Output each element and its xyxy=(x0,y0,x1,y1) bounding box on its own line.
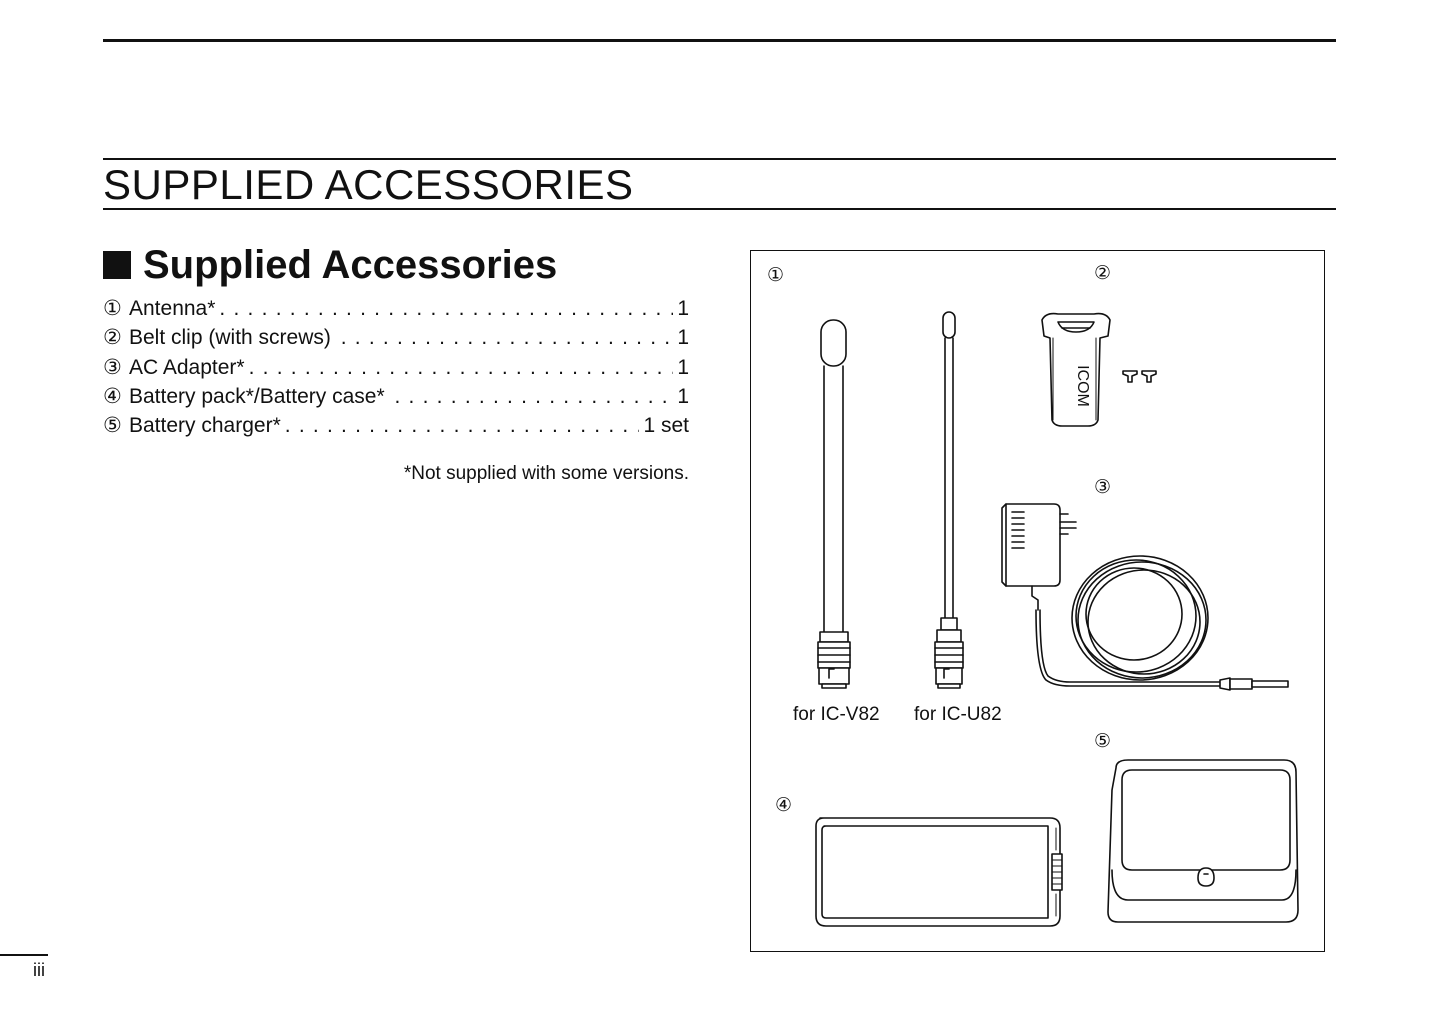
item-label: AC Adapter* xyxy=(129,355,245,379)
item-label: Belt clip (with screws) xyxy=(129,326,337,350)
item-number: ③ xyxy=(103,355,122,379)
antenna-u82-illustration xyxy=(934,311,964,689)
chapter-rule-bottom xyxy=(103,208,1336,210)
page-number: iii xyxy=(33,960,45,980)
antenna-v82-illustration xyxy=(817,319,851,689)
list-item: ④ Battery pack*/Battery case* . . . . . … xyxy=(103,382,689,411)
caption-ic-v82: for IC-V82 xyxy=(793,704,880,725)
ac-adapter-illustration xyxy=(1001,503,1289,691)
square-bullet-icon xyxy=(103,251,131,279)
figure-label-2: ② xyxy=(1094,263,1112,284)
accessories-illustration: ICOM xyxy=(815,311,1299,927)
figure-label-3: ③ xyxy=(1094,477,1112,498)
figure-label-4: ④ xyxy=(775,795,793,816)
clip-logo-text: ICOM xyxy=(1074,365,1091,407)
belt-clip-illustration: ICOM xyxy=(1041,312,1157,427)
item-number: ④ xyxy=(103,384,122,408)
page-number-rule xyxy=(0,954,48,956)
item-quantity: 1 set xyxy=(643,414,689,438)
dot-leader: . . . . . . . . . . . . . . . . . . . . … xyxy=(394,384,673,408)
item-label: Battery charger* xyxy=(129,414,281,438)
section-heading-text: Supplied Accessories xyxy=(143,243,558,287)
figure-label-1: ① xyxy=(767,265,785,286)
dot-leader: . . . . . . . . . . . . . . . . . . . . … xyxy=(284,414,640,438)
accessories-list: ① Antenna* . . . . . . . . . . . . . . .… xyxy=(103,294,689,440)
list-item: ⑤ Battery charger* . . . . . . . . . . .… xyxy=(103,411,689,440)
item-quantity: 1 xyxy=(677,355,689,379)
dot-leader: . . . . . . . . . . . . . . . . . . . . … xyxy=(219,297,673,320)
item-quantity: 1 xyxy=(677,297,689,320)
item-number: ② xyxy=(103,326,122,350)
chapter-title: SUPPLIED ACCESSORIES xyxy=(103,161,634,208)
item-quantity: 1 xyxy=(677,326,689,350)
item-quantity: 1 xyxy=(677,384,689,408)
item-label: Antenna* xyxy=(129,297,216,320)
item-number: ① xyxy=(103,297,122,320)
item-number: ⑤ xyxy=(103,414,122,438)
chapter-rule-top xyxy=(103,158,1336,160)
figure-label-5: ⑤ xyxy=(1094,731,1112,752)
list-item: ① Antenna* . . . . . . . . . . . . . . .… xyxy=(103,294,689,323)
dot-leader: . . . . . . . . . . . . . . . . . . . . … xyxy=(340,326,674,350)
caption-ic-u82: for IC-U82 xyxy=(914,704,1002,725)
item-label: Battery pack*/Battery case* xyxy=(129,384,391,408)
footnote: *Not supplied with some versions. xyxy=(403,463,689,484)
dot-leader: . . . . . . . . . . . . . . . . . . . . … xyxy=(248,355,674,379)
battery-charger-illustration xyxy=(1107,759,1299,923)
accessories-figure-frame xyxy=(750,250,1325,952)
top-rule xyxy=(103,39,1336,42)
list-item: ③ AC Adapter* . . . . . . . . . . . . . … xyxy=(103,353,689,382)
section-heading: Supplied Accessories xyxy=(103,242,557,288)
battery-pack-illustration xyxy=(815,817,1063,927)
list-item: ② Belt clip (with screws) . . . . . . . … xyxy=(103,323,689,352)
